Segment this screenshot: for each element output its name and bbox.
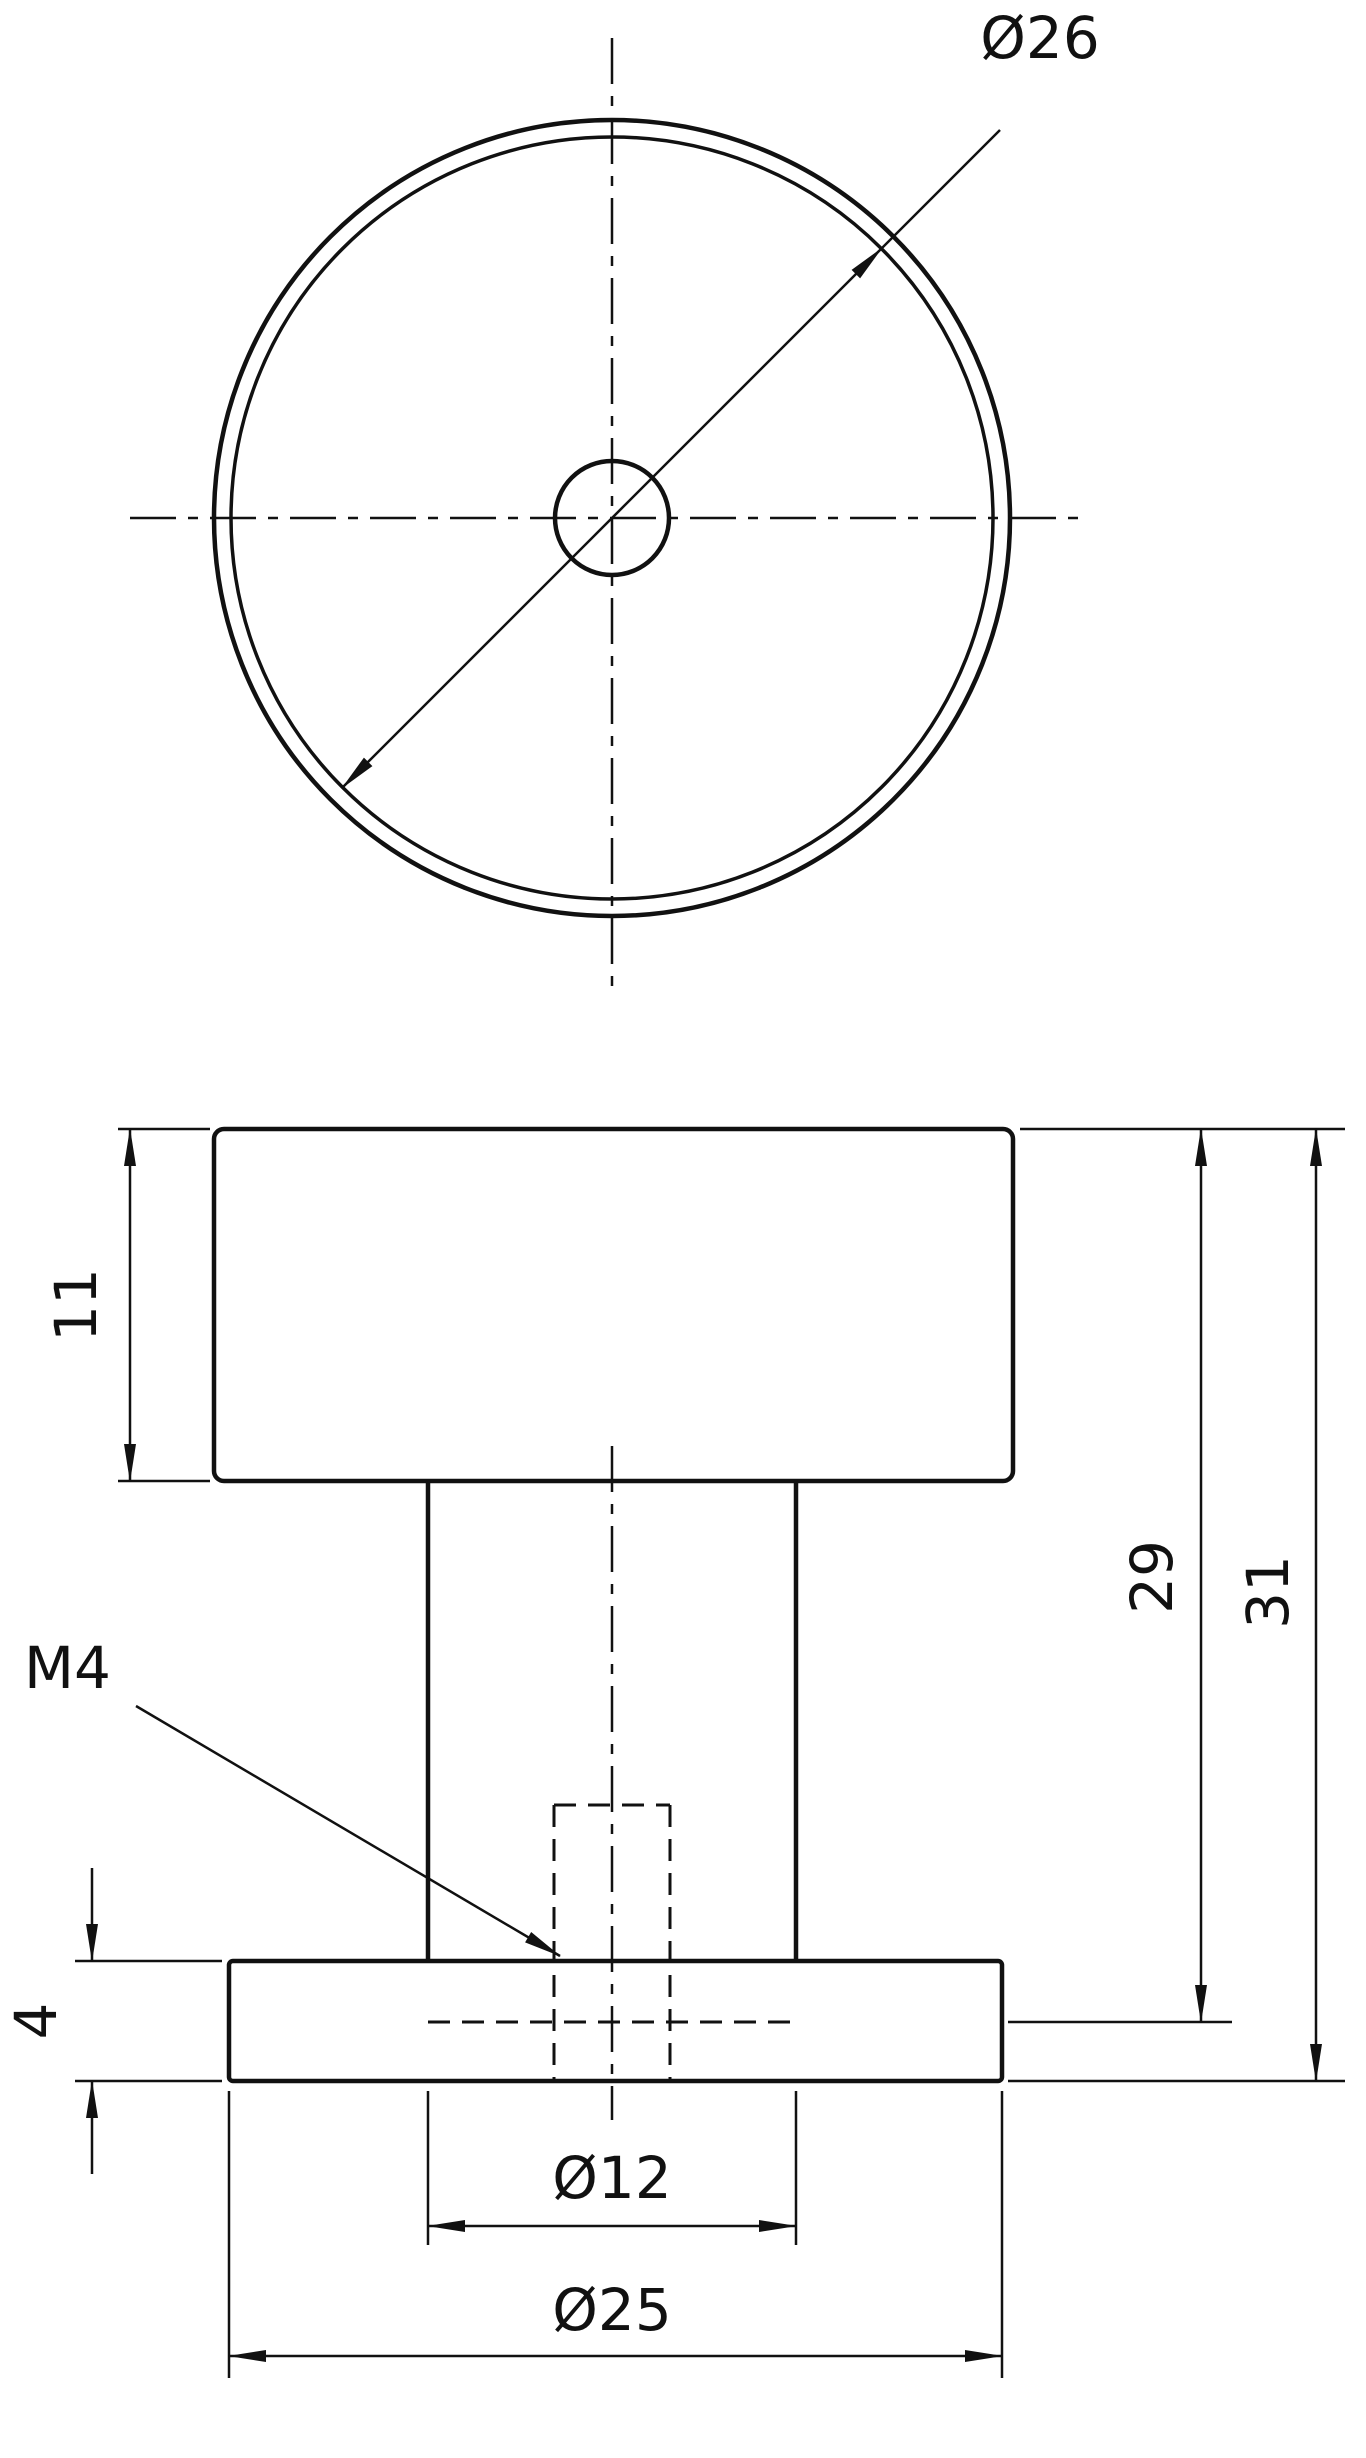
knob-edge-circle xyxy=(229,135,995,901)
m4-leader-line xyxy=(135,1704,561,1958)
dimension-11: 11 xyxy=(42,1127,210,1483)
m4-label: M4 xyxy=(24,1634,111,1702)
d26-dimension-line xyxy=(341,247,883,789)
dim-31-label: 31 xyxy=(1234,1555,1302,1629)
dimension-d25: Ø25 xyxy=(227,2091,1004,2378)
dim-11-label: 11 xyxy=(42,1268,110,1342)
base-flange-outline xyxy=(226,1958,1005,2084)
dimension-d26: Ø26 xyxy=(341,4,1100,789)
knob-head-outline xyxy=(211,1126,1016,1484)
callout-m4: M4 xyxy=(24,1634,561,1958)
d26-leader-extension xyxy=(881,129,1001,249)
dimension-4: 4 xyxy=(2,1868,222,2174)
dimension-29: 29 xyxy=(1008,1127,1345,2024)
dim-29-label: 29 xyxy=(1118,1540,1186,1614)
dimension-31: 31 xyxy=(1008,1128,1345,2083)
knob-outer-circle xyxy=(211,117,1013,919)
d26-label: Ø26 xyxy=(980,4,1099,72)
top-view: Ø26 xyxy=(130,4,1100,995)
dim-4-label: 4 xyxy=(2,2003,70,2040)
dim-d25-label: Ø25 xyxy=(552,2276,671,2344)
dimension-d12: Ø12 xyxy=(426,2091,798,2245)
dim-d12-label: Ø12 xyxy=(552,2144,671,2212)
front-view: 11 4 29 31 Ø12 xyxy=(2,1126,1345,2378)
